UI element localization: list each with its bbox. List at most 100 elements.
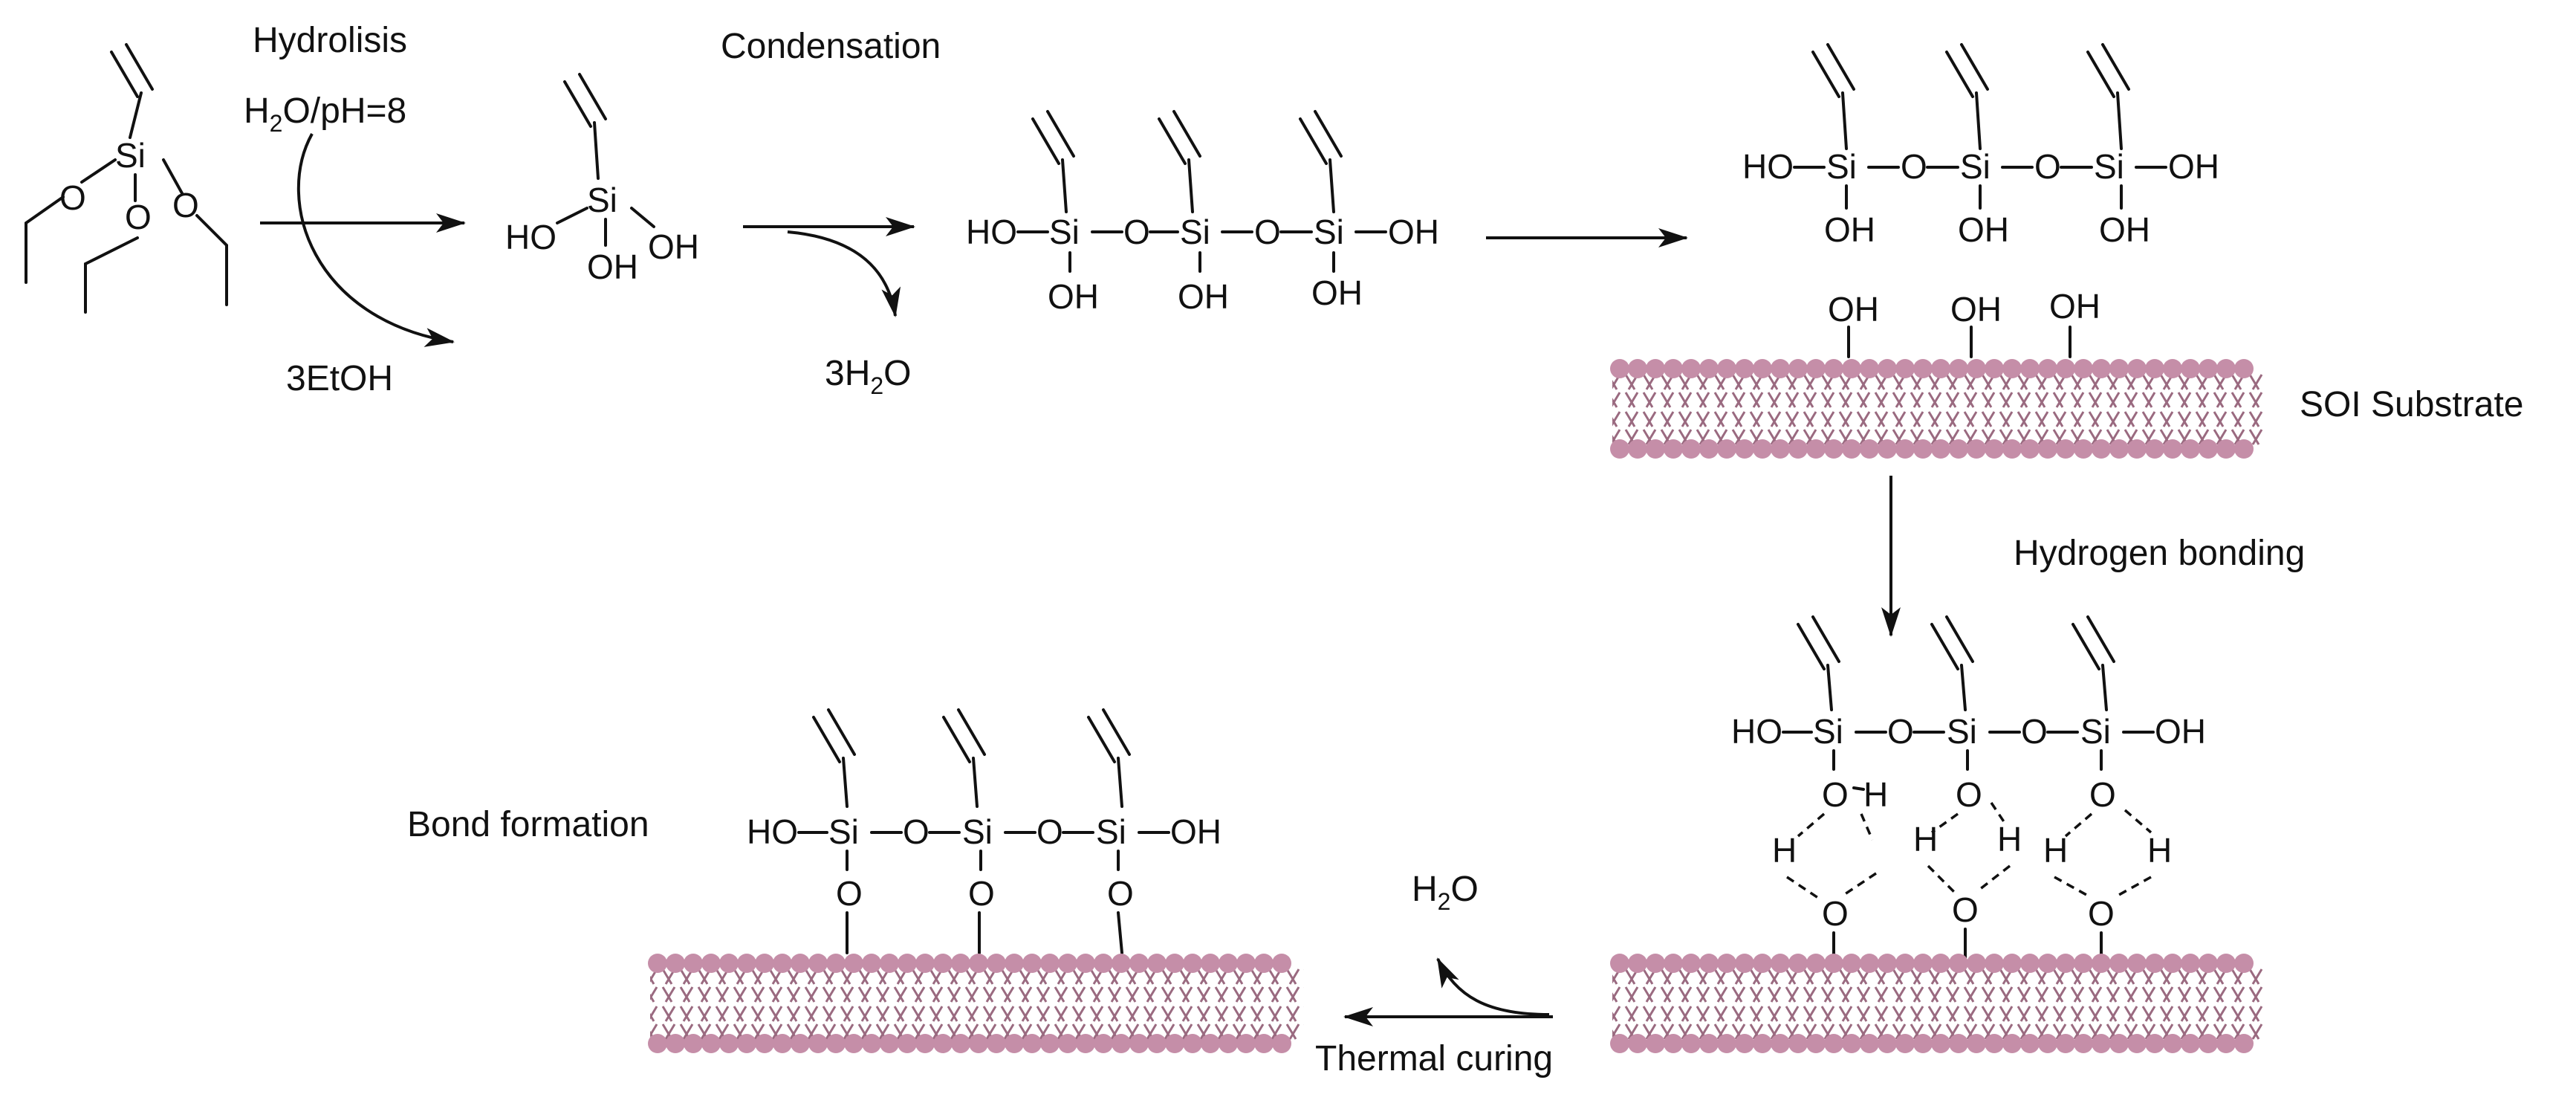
lipid-head bbox=[1183, 1034, 1202, 1053]
lipid-head bbox=[1076, 1034, 1095, 1053]
lipid-head bbox=[2145, 439, 2164, 459]
atom-oh: OH bbox=[1178, 277, 1229, 316]
lipid-head bbox=[2020, 359, 2040, 378]
atom-si: Si bbox=[1947, 712, 1977, 751]
lipid-head bbox=[2216, 359, 2236, 378]
lipid-head bbox=[2020, 439, 2040, 459]
lipid-head bbox=[808, 1034, 828, 1053]
lipid-head bbox=[1949, 359, 1968, 378]
lipid-head bbox=[1219, 954, 1238, 973]
lipid-head bbox=[1949, 954, 1968, 973]
lipid-head bbox=[1824, 954, 1843, 973]
condensation-label: Condensation bbox=[721, 27, 941, 66]
hydrolysis-label: Hydrolisis bbox=[253, 21, 407, 60]
lipid-head bbox=[1913, 1034, 1933, 1053]
substrate-hydroxyls: OH OH OH bbox=[1828, 287, 2100, 358]
atom-oh: OH bbox=[1824, 210, 1875, 249]
atom-ho: HO bbox=[747, 812, 798, 851]
lipid-head bbox=[737, 954, 756, 973]
lipid-head bbox=[2074, 954, 2093, 973]
atom-oh: OH bbox=[2155, 712, 2206, 751]
lipid-head bbox=[2163, 439, 2182, 459]
atom-o: O bbox=[2088, 894, 2115, 933]
lipid-head bbox=[1254, 1034, 1274, 1053]
lipid-head bbox=[1094, 1034, 1113, 1053]
lipid-head bbox=[969, 954, 988, 973]
lipid-head bbox=[1129, 1034, 1149, 1053]
bond-formation-label: Bond formation bbox=[407, 805, 649, 844]
lipid-head bbox=[1094, 954, 1113, 973]
lipid-head bbox=[1753, 1034, 1772, 1053]
atom-oh: OH bbox=[1048, 277, 1099, 316]
lipid-head bbox=[1183, 954, 1202, 973]
atom-o: O bbox=[1254, 213, 1281, 251]
lipid-head bbox=[648, 954, 667, 973]
lipid-head bbox=[1147, 954, 1167, 973]
atom-o: O bbox=[2034, 147, 2061, 186]
lipid-head bbox=[1040, 1034, 1060, 1053]
atom-o: O bbox=[1123, 213, 1150, 251]
lipid-head bbox=[1913, 359, 1933, 378]
lipid-head bbox=[1931, 439, 1950, 459]
lipid-head bbox=[1735, 1034, 1754, 1053]
lipid-head bbox=[1967, 1034, 1986, 1053]
lipid-head bbox=[915, 1034, 935, 1053]
lipid-head bbox=[1806, 954, 1826, 973]
lipid-head bbox=[1842, 1034, 1861, 1053]
lipid-head bbox=[1878, 359, 1897, 378]
lipid-head bbox=[666, 954, 685, 973]
atom-h: H bbox=[1997, 820, 2022, 858]
grafted-oligomer: HO Si O Si O Si OH O O O bbox=[747, 708, 1222, 954]
lipid-head bbox=[773, 954, 792, 973]
lipid-head bbox=[1646, 439, 1665, 459]
lipid-head bbox=[1005, 954, 1024, 973]
lipid-head bbox=[1236, 954, 1256, 973]
lipid-head bbox=[933, 954, 953, 973]
lipid-head bbox=[2074, 1034, 2093, 1053]
lipid-head bbox=[1646, 1034, 1665, 1053]
lipid-head bbox=[701, 1034, 721, 1053]
lipid-head bbox=[1610, 439, 1629, 459]
lipid-head bbox=[880, 954, 899, 973]
lipid-head bbox=[1735, 359, 1754, 378]
atom-o: O bbox=[968, 874, 995, 913]
lipid-head bbox=[1824, 439, 1843, 459]
lipid-head bbox=[898, 1034, 917, 1053]
lipid-head bbox=[1860, 439, 1879, 459]
lipid-head bbox=[1788, 359, 1808, 378]
lipid-head bbox=[2234, 439, 2254, 459]
atom-h: H bbox=[1863, 775, 1888, 814]
lipid-head bbox=[915, 954, 935, 973]
lipid-head bbox=[1824, 359, 1843, 378]
lipid-head bbox=[1236, 1034, 1256, 1053]
atom-h: H bbox=[2147, 831, 2172, 870]
lipid-head bbox=[1895, 954, 1915, 973]
lipid-head bbox=[701, 954, 721, 973]
lipid-head bbox=[1895, 1034, 1915, 1053]
lipid-head bbox=[2002, 439, 2022, 459]
lipid-head bbox=[1753, 954, 1772, 973]
lipid-head bbox=[987, 1034, 1006, 1053]
lipid-head bbox=[2056, 439, 2075, 459]
lipid-head bbox=[951, 1034, 970, 1053]
atom-oh: OH bbox=[1958, 210, 2009, 249]
lipid-head bbox=[1824, 1034, 1843, 1053]
lipid-head bbox=[844, 1034, 863, 1053]
lipid-head bbox=[2038, 359, 2057, 378]
lipid-head bbox=[1058, 1034, 1077, 1053]
lipid-head bbox=[1681, 359, 1701, 378]
atom-o: O bbox=[1901, 147, 1927, 186]
lipid-head bbox=[2038, 439, 2057, 459]
lipid-head bbox=[2127, 1034, 2147, 1053]
lipid-head bbox=[1165, 954, 1184, 973]
lipid-head bbox=[969, 1034, 988, 1053]
lipid-head bbox=[2074, 359, 2093, 378]
atom-o: O bbox=[1887, 712, 1914, 751]
lipid-head bbox=[1112, 1034, 1131, 1053]
atom-o: O bbox=[1952, 890, 1979, 929]
lipid-head bbox=[1878, 439, 1897, 459]
lipid-head bbox=[1147, 1034, 1167, 1053]
lipid-head bbox=[808, 954, 828, 973]
oligomer-above-substrate: HO Si O Si O Si OH OH OH OH bbox=[1742, 43, 2219, 249]
lipid-head bbox=[1610, 359, 1629, 378]
